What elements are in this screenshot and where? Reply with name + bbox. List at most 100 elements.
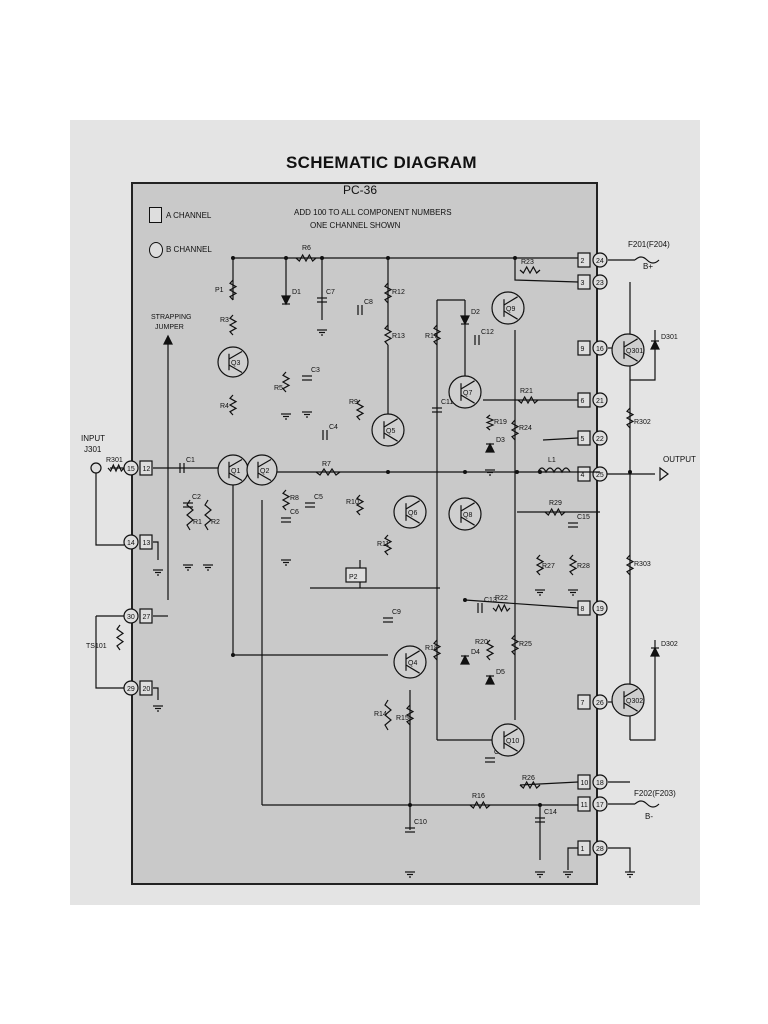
transistor-lead	[405, 500, 420, 510]
transistor-label: Q1	[231, 468, 240, 475]
terminal-number: 23	[596, 280, 604, 287]
terminal-circle	[592, 252, 608, 268]
component-label: R28	[577, 563, 590, 570]
wire	[514, 258, 579, 283]
component-label: C3	[311, 367, 320, 374]
terminal-number: 15	[127, 466, 135, 473]
terminal-square	[577, 252, 591, 268]
component-label: C7	[326, 289, 335, 296]
junction-dot	[515, 470, 519, 474]
component-label: R1	[193, 519, 202, 526]
wire	[153, 541, 159, 560]
terminal-circle	[592, 796, 608, 812]
input-label: INPUT	[81, 434, 105, 443]
transistor-symbol	[611, 683, 645, 717]
transistor-label: Q302	[626, 698, 643, 705]
transistor-lead	[623, 702, 638, 712]
resistor-symbol	[625, 554, 635, 576]
resistor-symbol	[383, 324, 393, 346]
component-label: TS101	[86, 643, 107, 650]
component-label: R10	[346, 499, 359, 506]
resistor-symbol	[383, 534, 393, 556]
transistor-symbol	[491, 291, 525, 325]
component-label: R303	[634, 561, 651, 568]
component-label: C12	[481, 329, 494, 336]
terminal-number: 4	[581, 472, 585, 479]
component-label: R25	[519, 641, 532, 648]
resistor-symbol	[432, 324, 442, 346]
transistor-lead	[405, 650, 420, 660]
transistor-symbol	[217, 346, 249, 378]
resistor-symbol	[469, 800, 491, 810]
resistor-symbol	[315, 467, 341, 477]
resistor-symbol	[519, 780, 541, 790]
diode-symbol	[485, 442, 495, 453]
resistor-symbol	[405, 704, 415, 726]
fuse-symbol	[634, 800, 660, 808]
resistor-symbol	[384, 699, 392, 731]
component-label: P1	[215, 287, 224, 294]
output-arrow	[659, 466, 669, 482]
resistor-symbol	[355, 399, 365, 421]
component-label: R26	[522, 775, 535, 782]
wire	[95, 616, 124, 689]
component-label: R8	[290, 495, 299, 502]
component-label: R5	[274, 385, 283, 392]
terminal-number: 21	[596, 398, 604, 405]
terminal-circle	[592, 392, 608, 408]
transistor-symbol	[246, 454, 278, 486]
resistor-symbol	[186, 499, 194, 531]
component-label: R20	[475, 639, 488, 646]
transistor-symbol	[393, 645, 427, 679]
component-label: D301	[661, 334, 678, 341]
transistor-symbol	[611, 333, 645, 367]
transistor-symbol	[371, 413, 405, 447]
component-label: R12	[392, 289, 405, 296]
wire	[95, 468, 124, 546]
transistor-lead	[503, 742, 518, 752]
resistor-symbol	[510, 634, 520, 656]
transistor-symbol	[393, 495, 427, 529]
resistor-symbol	[295, 253, 317, 263]
input-jack-label: J301	[84, 445, 102, 454]
terminal-number: 14	[127, 540, 135, 547]
transistor-label: Q4	[408, 660, 417, 667]
component-label: C11	[441, 399, 453, 406]
component-label: D1	[292, 289, 301, 296]
transistor-lead	[405, 664, 420, 674]
component-label: R27	[542, 563, 555, 570]
terminal-circle	[592, 840, 608, 856]
terminal-circle	[123, 534, 139, 550]
component-label: C1	[186, 457, 195, 464]
resistor-symbol	[519, 265, 541, 275]
terminal-number: 28	[596, 846, 604, 853]
diode-symbol	[650, 646, 660, 657]
terminal-circle	[592, 340, 608, 356]
terminal-square	[139, 460, 153, 476]
note-line-2: ONE CHANNEL SHOWN	[310, 221, 401, 230]
component-label: R15	[396, 715, 409, 722]
transistor-label: Q6	[408, 510, 417, 517]
wire	[567, 847, 578, 870]
junction-dot	[231, 653, 235, 657]
component-label: R14	[374, 711, 387, 718]
terminal-circle	[592, 430, 608, 446]
terminal-square	[139, 534, 153, 550]
transistor-lead	[383, 432, 398, 442]
terminal-circle	[592, 600, 608, 616]
strapping-jumper-label-2: JUMPER	[155, 324, 184, 331]
terminal-number: 6	[581, 398, 585, 405]
terminal-square	[577, 340, 591, 356]
junction-dot	[628, 470, 632, 474]
junction-dot	[463, 470, 467, 474]
output-label: OUTPUT	[663, 455, 696, 464]
component-label: R21	[520, 388, 533, 395]
strapping-arrow	[163, 334, 173, 345]
component-label: R9	[349, 399, 358, 406]
resistor-symbol	[485, 639, 495, 661]
resistor-symbol	[355, 494, 365, 516]
diode-symbol	[485, 674, 495, 685]
transistor-lead	[405, 514, 420, 524]
transistor-lead	[503, 728, 518, 738]
terminal-number: 16	[596, 346, 604, 353]
